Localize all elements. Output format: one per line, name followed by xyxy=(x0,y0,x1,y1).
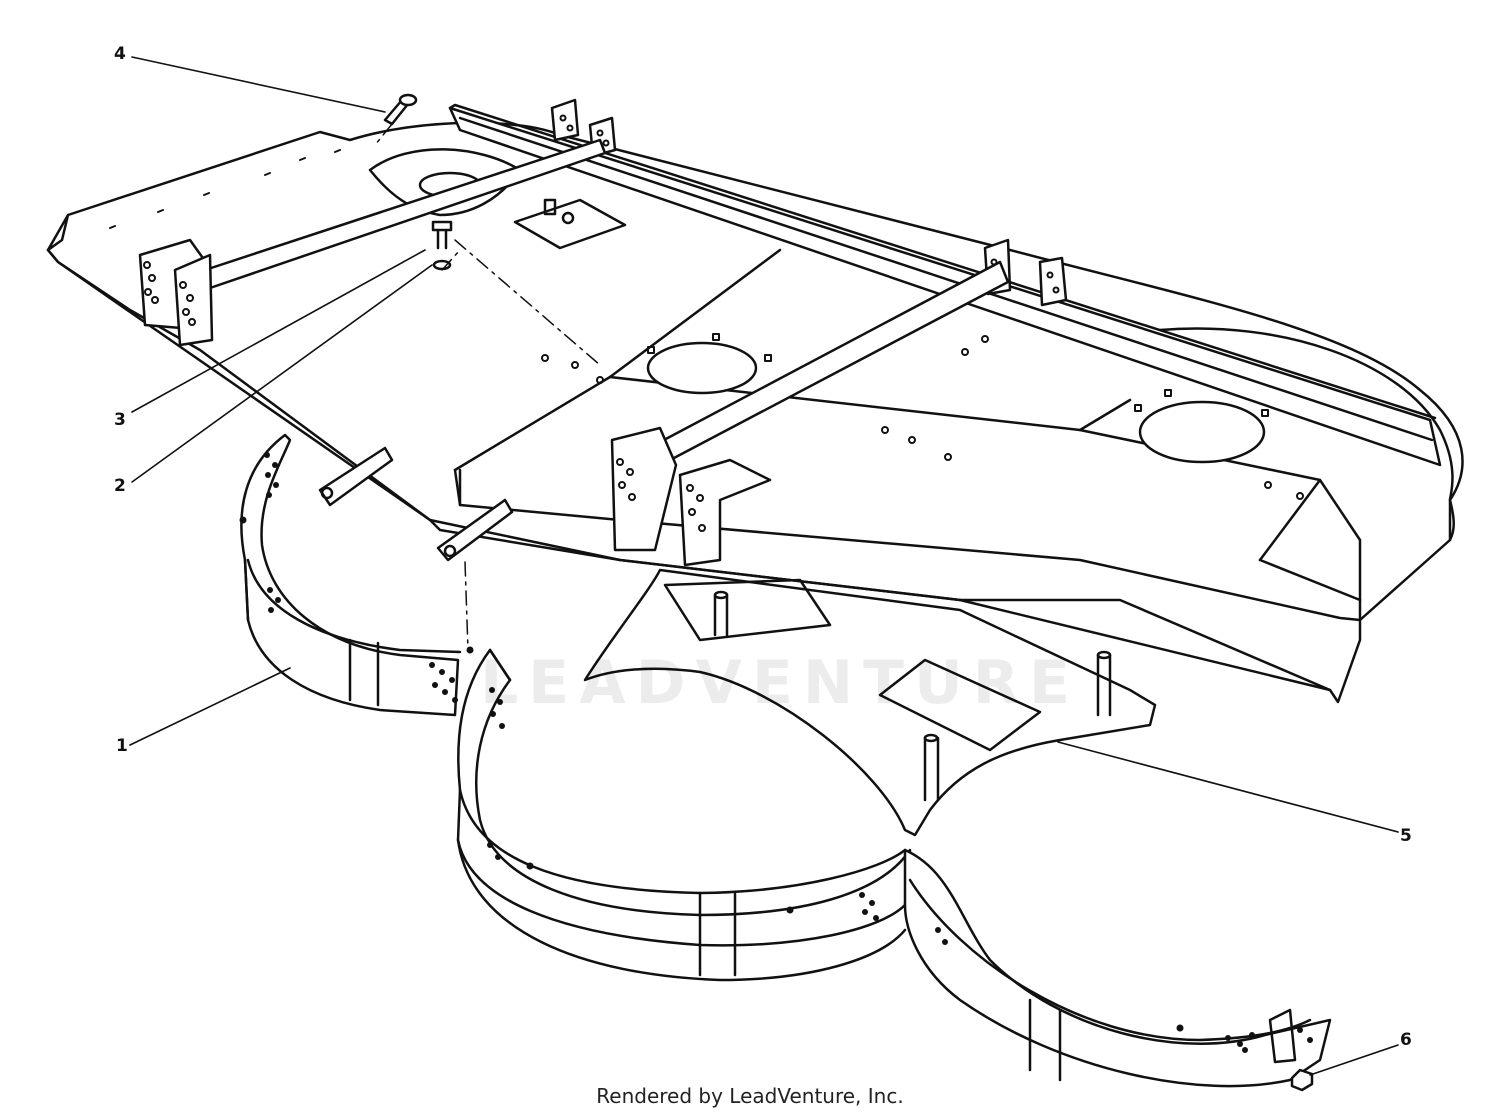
hardware xyxy=(383,93,1314,1092)
studs xyxy=(713,590,1112,802)
footer-credit: Rendered by LeadVenture, Inc. xyxy=(596,1084,904,1108)
callout-3: 3 xyxy=(114,410,126,430)
vent-holes xyxy=(239,452,1313,1053)
hex-bolt xyxy=(431,220,453,250)
hex-nut xyxy=(1290,1068,1314,1092)
assembly-lines xyxy=(374,123,601,651)
cross-bars xyxy=(138,138,1010,567)
blade-shield-ring xyxy=(239,433,1332,1088)
callout-6: 6 xyxy=(1400,1030,1412,1050)
baffle-plate xyxy=(583,568,1157,837)
leader-lines xyxy=(129,56,1399,1076)
callout-4: 4 xyxy=(114,44,126,64)
link-arms xyxy=(318,446,514,562)
spindle-opening-right xyxy=(1138,400,1266,464)
callout-2: 2 xyxy=(114,476,126,496)
carriage-bolt xyxy=(383,93,418,126)
callout-1: 1 xyxy=(116,736,128,756)
callout-5: 5 xyxy=(1400,826,1412,846)
spindle-opening-center xyxy=(646,341,758,395)
watermark: LEADVENTURE xyxy=(480,648,1080,718)
lock-washer xyxy=(432,259,452,271)
